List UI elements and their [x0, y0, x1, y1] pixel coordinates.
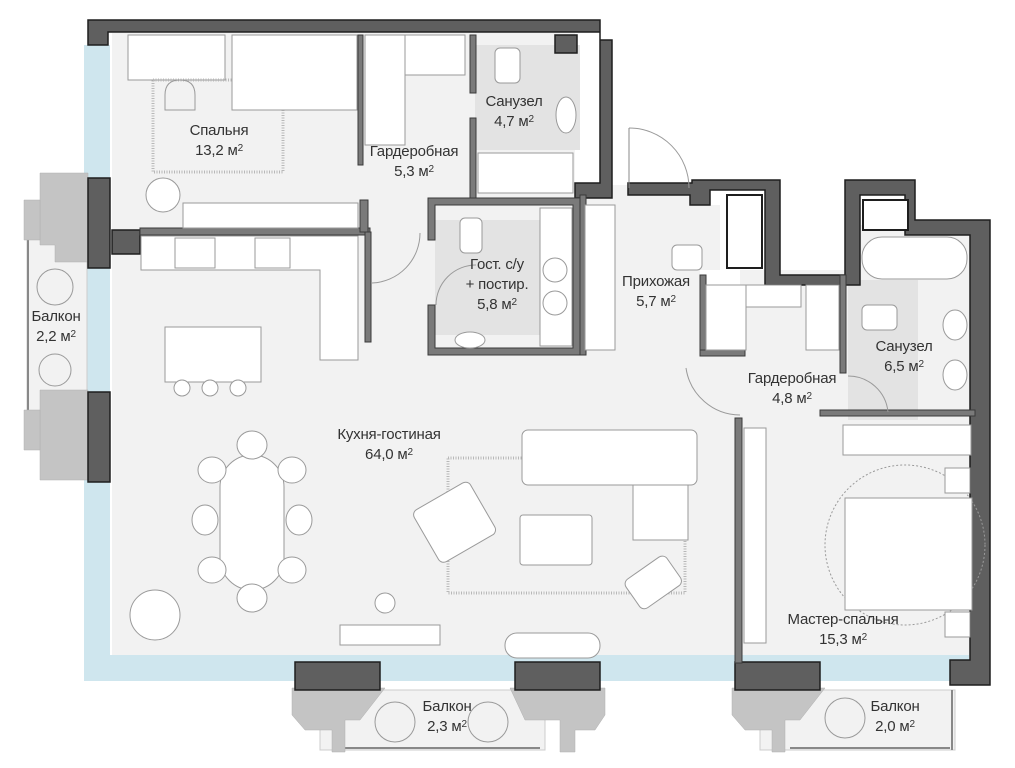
room-area: 2,3 м2: [427, 718, 467, 735]
room-label-master-bedroom: Мастер-спальня 15,3 м2: [787, 610, 898, 650]
bathroom-1-fixtures: [477, 47, 577, 194]
room-name: Гардеробная: [369, 143, 459, 160]
room-label-wardrobe-2: Гардеробная 4,8 м2: [748, 369, 837, 409]
guest-wc-fixtures: [454, 204, 616, 351]
doors: [371, 127, 889, 416]
room-area: 6,5 м2: [884, 358, 924, 375]
room-label-bedroom: Спальня 13,2 м2: [190, 121, 249, 161]
room-area: 5,3 м2: [394, 163, 434, 180]
room-name: Балкон: [870, 698, 920, 715]
room-area: 64,0 м2: [365, 446, 413, 463]
room-area: 4,8 м2: [772, 390, 812, 407]
exterior-walls: [87, 19, 991, 691]
room-label-bathroom-1: Санузел 4,7 м2: [485, 92, 542, 132]
room-name-line1: Гост. с/у: [470, 256, 524, 273]
room-label-guest-wc: Гост. с/у + постир. 5,8 м2: [466, 255, 529, 315]
partition-walls: [139, 34, 976, 664]
room-area: 4,7 м2: [494, 113, 534, 130]
master-bedroom-furniture: [743, 424, 986, 644]
room-area: 5,7 м2: [636, 293, 676, 310]
room-area: 5,8 м2: [477, 296, 517, 313]
room-name: Прихожая: [622, 273, 690, 290]
room-label-balcony-west: Балкон 2,2 м2: [31, 307, 80, 347]
wardrobe-1-shelves: [364, 34, 466, 146]
room-label-wardrobe-1: Гардеробная 5,3 м2: [370, 142, 459, 182]
bathroom-2-fixtures: [861, 236, 968, 391]
room-area: 2,0 м2: [875, 718, 915, 735]
room-name: Балкон: [31, 308, 81, 325]
kitchen-furniture: [140, 235, 359, 397]
room-name: Санузел: [875, 338, 933, 355]
bedroom-furniture: [127, 34, 359, 229]
room-name: Балкон: [422, 698, 472, 715]
room-area: 13,2 м2: [195, 142, 243, 159]
room-name-line2: + постир.: [465, 276, 529, 293]
room-label-hallway: Прихожая 5,7 м2: [622, 272, 690, 312]
room-name: Мастер-спальня: [787, 611, 899, 628]
room-name: Кухня-гостиная: [337, 426, 441, 443]
room-area: 2,2 м2: [36, 328, 76, 345]
room-area: 15,3 м2: [819, 631, 867, 648]
room-label-balcony-south: Балкон 2,3 м2: [422, 697, 471, 737]
room-label-bathroom-2: Санузел 6,5 м2: [875, 337, 932, 377]
room-name: Спальня: [189, 122, 249, 139]
dining-set: [129, 430, 441, 646]
room-label-balcony-southeast: Балкон 2,0 м2: [870, 697, 919, 737]
room-name: Санузел: [485, 93, 543, 110]
room-name: Гардеробная: [747, 370, 837, 387]
hallway-furniture: [671, 244, 840, 351]
living-furniture: [413, 429, 698, 659]
balcony-southeast: [731, 687, 956, 753]
balcony-west: [23, 172, 89, 481]
room-label-living-kitchen: Кухня-гостиная 64,0 м2: [337, 425, 441, 465]
balcony-south: [291, 687, 606, 753]
